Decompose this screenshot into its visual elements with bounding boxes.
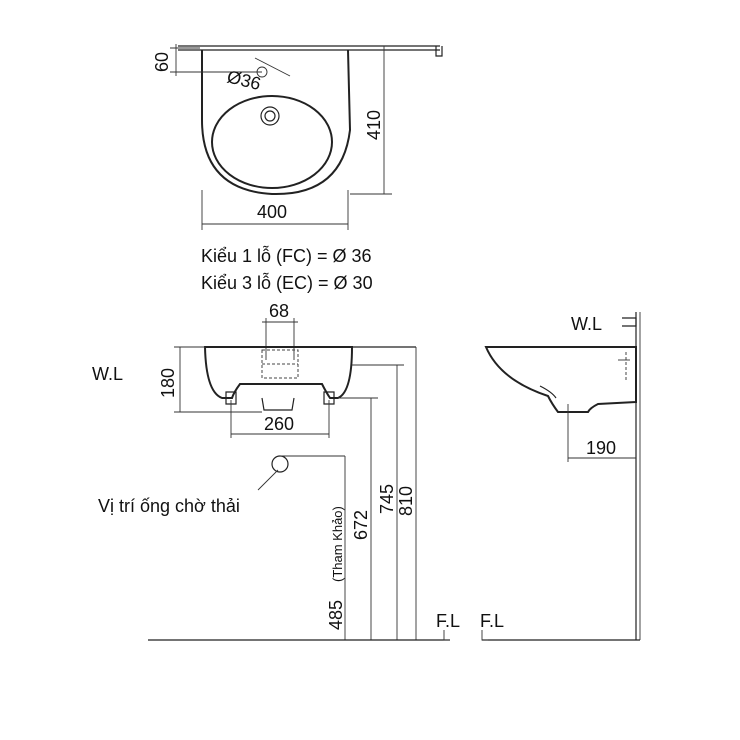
- dim-tap-width: 68: [269, 301, 289, 321]
- note-single-hole: Kiểu 1 lỗ (FC) = Ø 36: [201, 245, 372, 266]
- bowl-inner: [211, 95, 333, 189]
- front-wl-label: W.L: [92, 364, 123, 384]
- dim-drain-note: (Tham Khảo): [330, 506, 345, 582]
- side-view: W.L 190 F.L: [480, 312, 641, 641]
- dim-810: 810: [396, 486, 416, 516]
- drain-label: Vị trí ống chờ thải: [98, 496, 240, 516]
- dim-projection: 190: [586, 438, 616, 458]
- drain-pipe-icon: [271, 455, 289, 473]
- dim-basin-height: 180: [158, 368, 178, 398]
- top-view: 60 Ø36 410 400: [152, 44, 443, 230]
- dim-depth: 410: [364, 110, 384, 140]
- note-three-hole: Kiểu 3 lỗ (EC) = Ø 30: [201, 272, 373, 293]
- basin-side-profile: [484, 346, 637, 413]
- dim-hole-offset: 60: [152, 52, 172, 72]
- front-view: 68 W.L 180 260 Vị trí ống chờ thải: [92, 301, 460, 641]
- side-wl-label: W.L: [571, 314, 602, 334]
- basin-front-outline: [203, 346, 354, 399]
- dim-745: 745: [377, 484, 397, 514]
- dim-672: 672: [351, 510, 371, 540]
- side-fl-label: F.L: [480, 611, 504, 631]
- dim-drain-height: 485: [326, 600, 346, 630]
- dim-width: 400: [257, 202, 287, 222]
- front-fl-label: F.L: [436, 611, 460, 631]
- basin-top-outline: [201, 49, 352, 196]
- dim-bracket-spacing: 260: [264, 414, 294, 434]
